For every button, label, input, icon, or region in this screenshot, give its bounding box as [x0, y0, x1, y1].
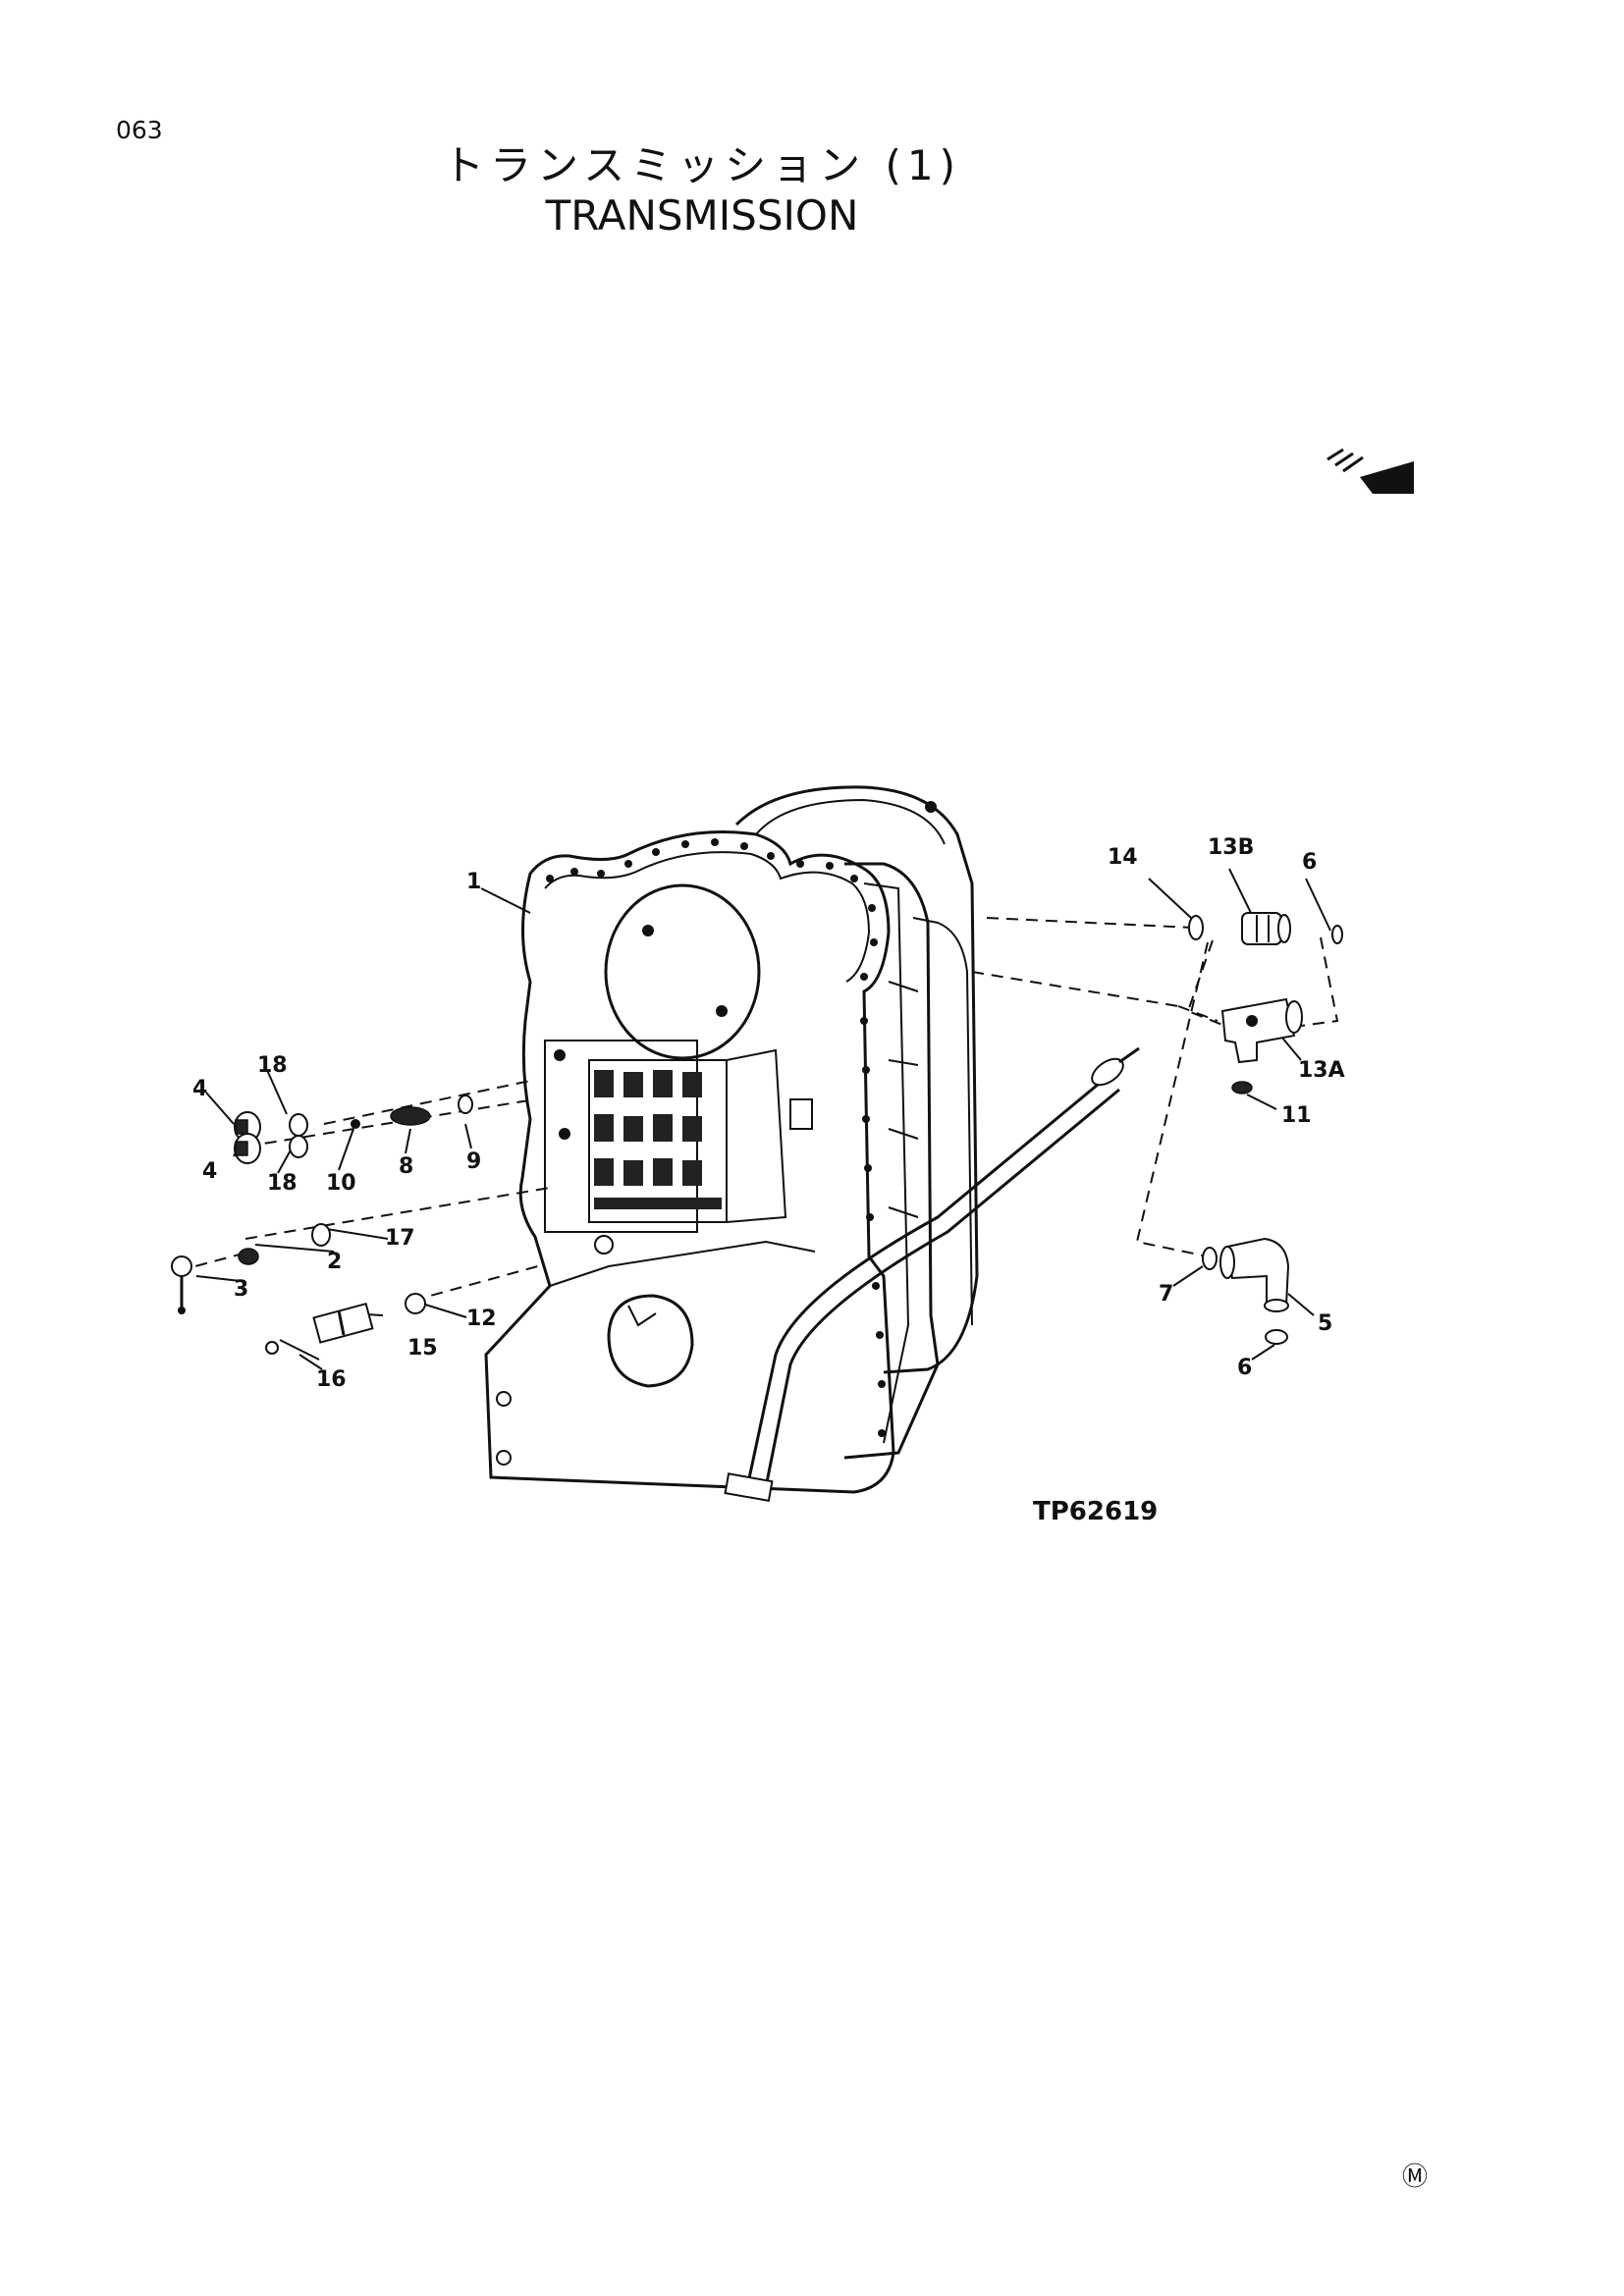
callout-11: 11	[1281, 1103, 1312, 1128]
page-title-english: TRANSMISSION	[545, 191, 859, 240]
callout-2: 2	[327, 1250, 342, 1274]
page-title-japanese: トランスミッション (1)	[442, 141, 961, 189]
callout-7: 7	[1159, 1282, 1173, 1307]
callout-12: 12	[466, 1307, 497, 1331]
callout-labels: 1 18 4 4 18 10 8 9 17 2 3 12 15 16 14 13…	[192, 835, 1345, 1392]
callout-4-upper: 4	[192, 1077, 207, 1101]
callout-13b: 13B	[1208, 835, 1254, 860]
callout-15: 15	[407, 1336, 438, 1361]
callout-1: 1	[466, 870, 481, 894]
figure-id: TP62619	[1033, 1497, 1158, 1526]
callout-13a: 13A	[1298, 1058, 1345, 1083]
trademark-mark: Ⓜ	[1402, 2163, 1429, 2192]
transmission-housing	[484, 785, 979, 1494]
callout-4-lower: 4	[202, 1159, 217, 1184]
callout-8: 8	[399, 1154, 413, 1179]
callout-17: 17	[385, 1226, 415, 1251]
callout-6-lower: 6	[1237, 1356, 1252, 1380]
callout-14: 14	[1108, 845, 1138, 870]
callout-3: 3	[234, 1277, 248, 1302]
callout-18-lower: 18	[267, 1171, 298, 1196]
callout-18-upper: 18	[257, 1053, 288, 1078]
page-number: 063	[116, 116, 163, 144]
dipstick-tube	[724, 1046, 1140, 1503]
callout-10: 10	[326, 1171, 356, 1196]
callout-9: 9	[466, 1149, 481, 1174]
callout-16: 16	[316, 1367, 347, 1392]
callout-5: 5	[1318, 1311, 1332, 1336]
callout-6-upper: 6	[1302, 850, 1317, 875]
exploded-parts	[171, 912, 1343, 1355]
direction-arrow-icon	[1326, 448, 1414, 494]
